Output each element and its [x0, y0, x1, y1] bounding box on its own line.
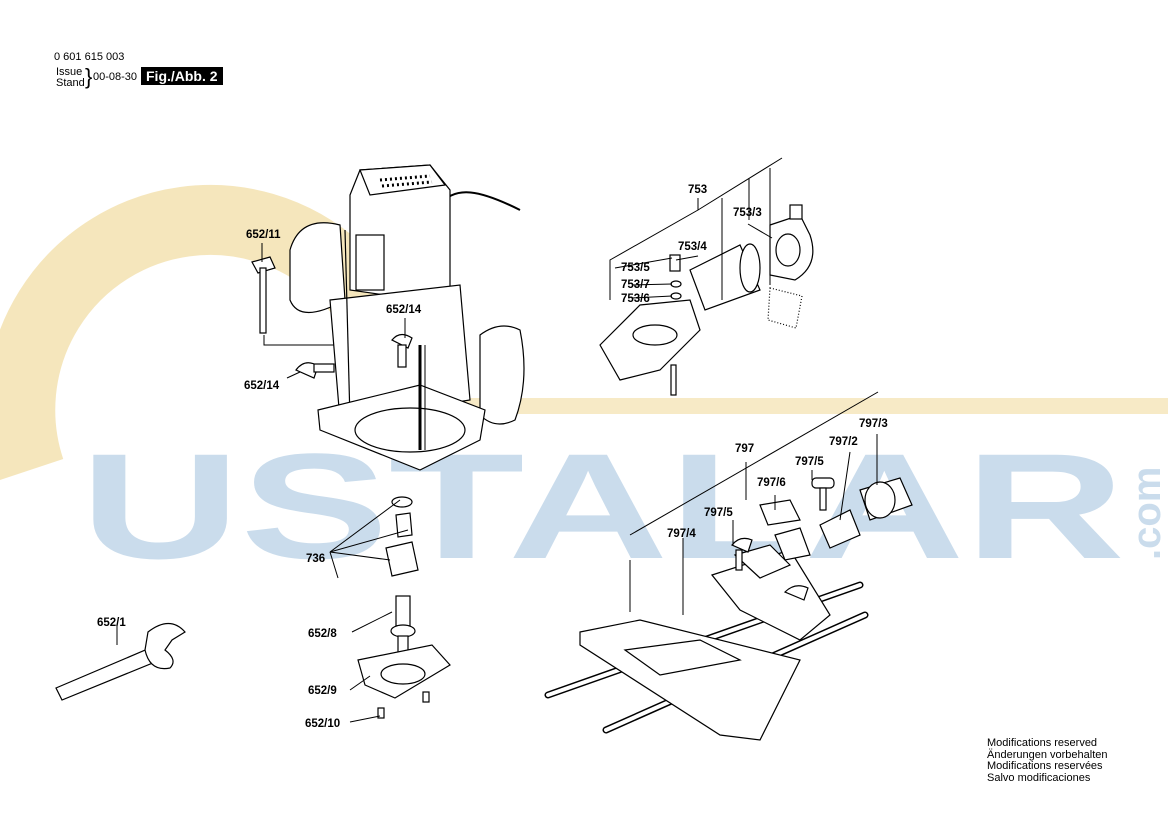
part-number: 0 601 615 003	[54, 51, 125, 63]
label-652-14-side: 652/14	[244, 380, 280, 392]
watermark-suffix: .com	[1125, 467, 1168, 560]
leader-lines	[116, 157, 879, 723]
part-652-9-plate	[357, 644, 451, 699]
label-753: 753	[688, 184, 707, 196]
part-753-3-clamp	[767, 204, 814, 329]
part-652-10-screws	[377, 691, 430, 719]
label-652-8: 652/8	[308, 628, 337, 640]
figure-badge: Fig./Abb. 2	[141, 67, 223, 85]
watermark-band	[380, 398, 1168, 414]
note-en: Modifications reserved	[987, 737, 1098, 749]
part-labels: 652/11 652/14 652/14 736 652/1 652/8 652…	[97, 184, 888, 730]
note-de: Änderungen vorbehalten	[987, 748, 1108, 761]
label-652-9: 652/9	[308, 685, 337, 697]
note-es: Salvo modificaciones	[987, 771, 1091, 784]
label-652-1: 652/1	[97, 617, 126, 629]
issue-label: Issue	[56, 66, 83, 78]
watermark-text: USTALAR	[80, 422, 1125, 590]
issue-date: 00-08-30	[93, 71, 138, 83]
label-736: 736	[306, 553, 325, 565]
label-652-11: 652/11	[246, 229, 281, 241]
watermark: USTALAR .com	[0, 184, 1168, 590]
parallel-guide	[544, 477, 913, 741]
label-753-5: 753/5	[621, 262, 650, 274]
label-753-6: 753/6	[621, 293, 650, 305]
part-652-1-wrench	[55, 622, 186, 701]
part-652-14-screw-a	[391, 333, 413, 368]
label-753-4: 753/4	[678, 241, 707, 253]
modification-notes: Modifications reserved Änderungen vorbeh…	[987, 737, 1108, 784]
label-797-2: 797/2	[829, 436, 858, 448]
dust-adapter	[599, 243, 761, 396]
label-797-3: 797/3	[859, 418, 888, 430]
label-652-14-top: 652/14	[386, 304, 422, 316]
brace-glyph: }	[85, 64, 93, 89]
label-753-7: 753/7	[621, 279, 650, 291]
stand-label: Stand	[56, 77, 85, 89]
label-797-4: 797/4	[667, 528, 696, 540]
part-736-collet	[385, 496, 419, 577]
label-797: 797	[735, 443, 754, 455]
part-652-8-guide	[390, 595, 416, 657]
label-797-6: 797/6	[757, 477, 786, 489]
label-753-3: 753/3	[733, 207, 762, 219]
label-797-5-bottom: 797/5	[704, 507, 733, 519]
label-652-10: 652/10	[305, 718, 340, 730]
label-797-5-top: 797/5	[795, 456, 824, 468]
part-652-14-screw-b	[295, 362, 335, 379]
part-652-11-scale	[251, 256, 276, 334]
note-fr: Modifications reservées	[987, 760, 1103, 772]
